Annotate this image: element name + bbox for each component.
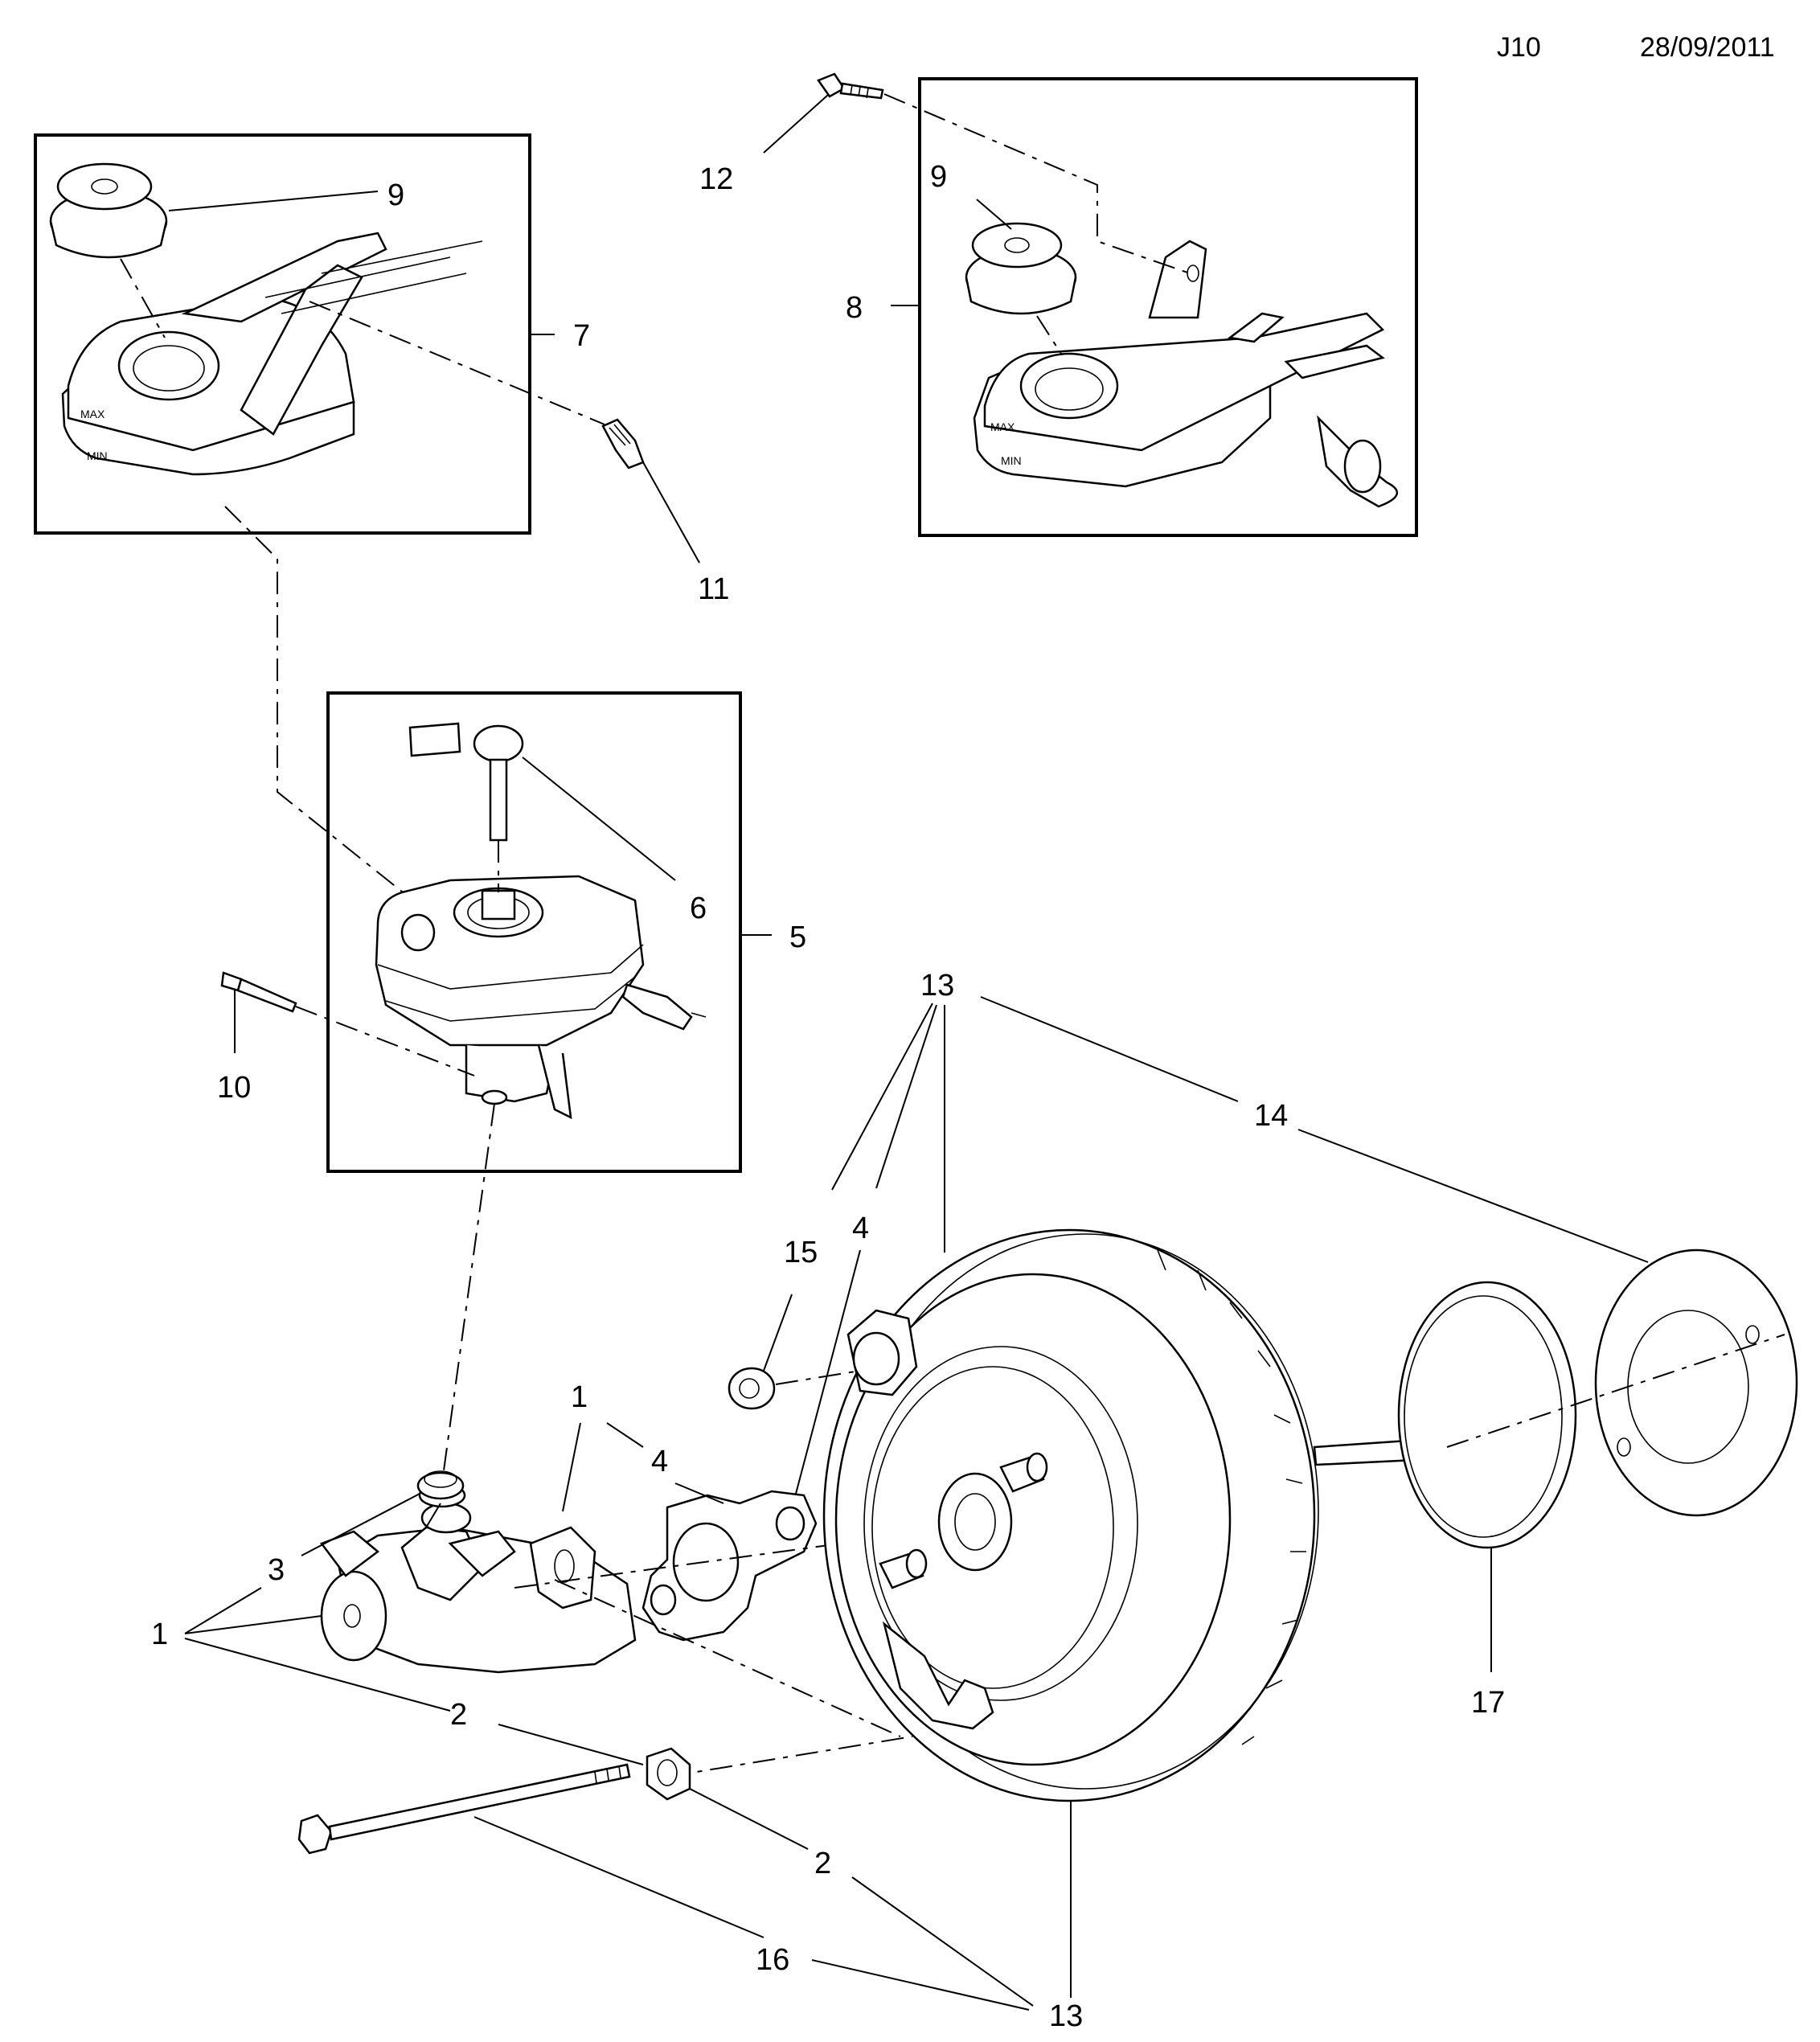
push-rod-16 [297,1763,631,1855]
callout-3: 3 [268,1553,285,1587]
bolt-11 [601,418,645,469]
reservoir-box-8: MAX MIN [883,77,1418,537]
callout-13-top: 13 [920,969,954,1003]
callout-9-right: 9 [930,160,947,194]
insulator-disc-14 [1594,1249,1798,1517]
callout-15: 15 [784,1236,818,1269]
gasket-4 [642,1490,818,1642]
nut-2 [646,1747,691,1801]
callout-16: 16 [756,1943,789,1977]
pin-10 [220,971,297,1013]
callout-4-lower: 4 [651,1445,668,1478]
reservoir-box-7: MAX MIN [34,133,531,535]
seal-ring-17 [1397,1281,1577,1549]
reservoir-box-5 [326,691,742,1173]
callout-5: 5 [789,921,806,954]
callout-6: 6 [690,892,707,925]
callout-9-left: 9 [387,178,404,212]
callout-7: 7 [573,319,590,353]
callout-8: 8 [846,291,863,325]
callout-1-left: 1 [151,1618,168,1651]
brake-booster-13 [822,1228,1447,1802]
max-mark-a: MAX [80,408,105,420]
diagram-code: J10 [1497,32,1541,63]
diagram-date: 28/09/2011 [1640,32,1775,63]
callout-2-lower: 2 [814,1847,831,1880]
callout-11: 11 [698,572,729,606]
max-mark-b: MAX [990,420,1015,433]
callout-4-upper: 4 [852,1212,869,1245]
grommet-15 [728,1367,776,1410]
callout-14: 14 [1254,1099,1288,1133]
callout-10: 10 [217,1071,251,1105]
callout-13-bottom: 13 [1049,1999,1083,2033]
callout-1-top: 1 [571,1380,588,1414]
callout-17: 17 [1471,1686,1505,1720]
master-cylinder [319,1482,637,1674]
bolt-12 [817,72,884,100]
min-mark-a: MIN [87,449,108,462]
callout-12: 12 [699,162,733,196]
seal-3 [416,1470,465,1500]
box-5-frame [326,691,742,1173]
callout-2-upper: 2 [450,1698,467,1732]
min-mark-b: MIN [1001,454,1022,467]
box-8-frame [918,77,1418,537]
